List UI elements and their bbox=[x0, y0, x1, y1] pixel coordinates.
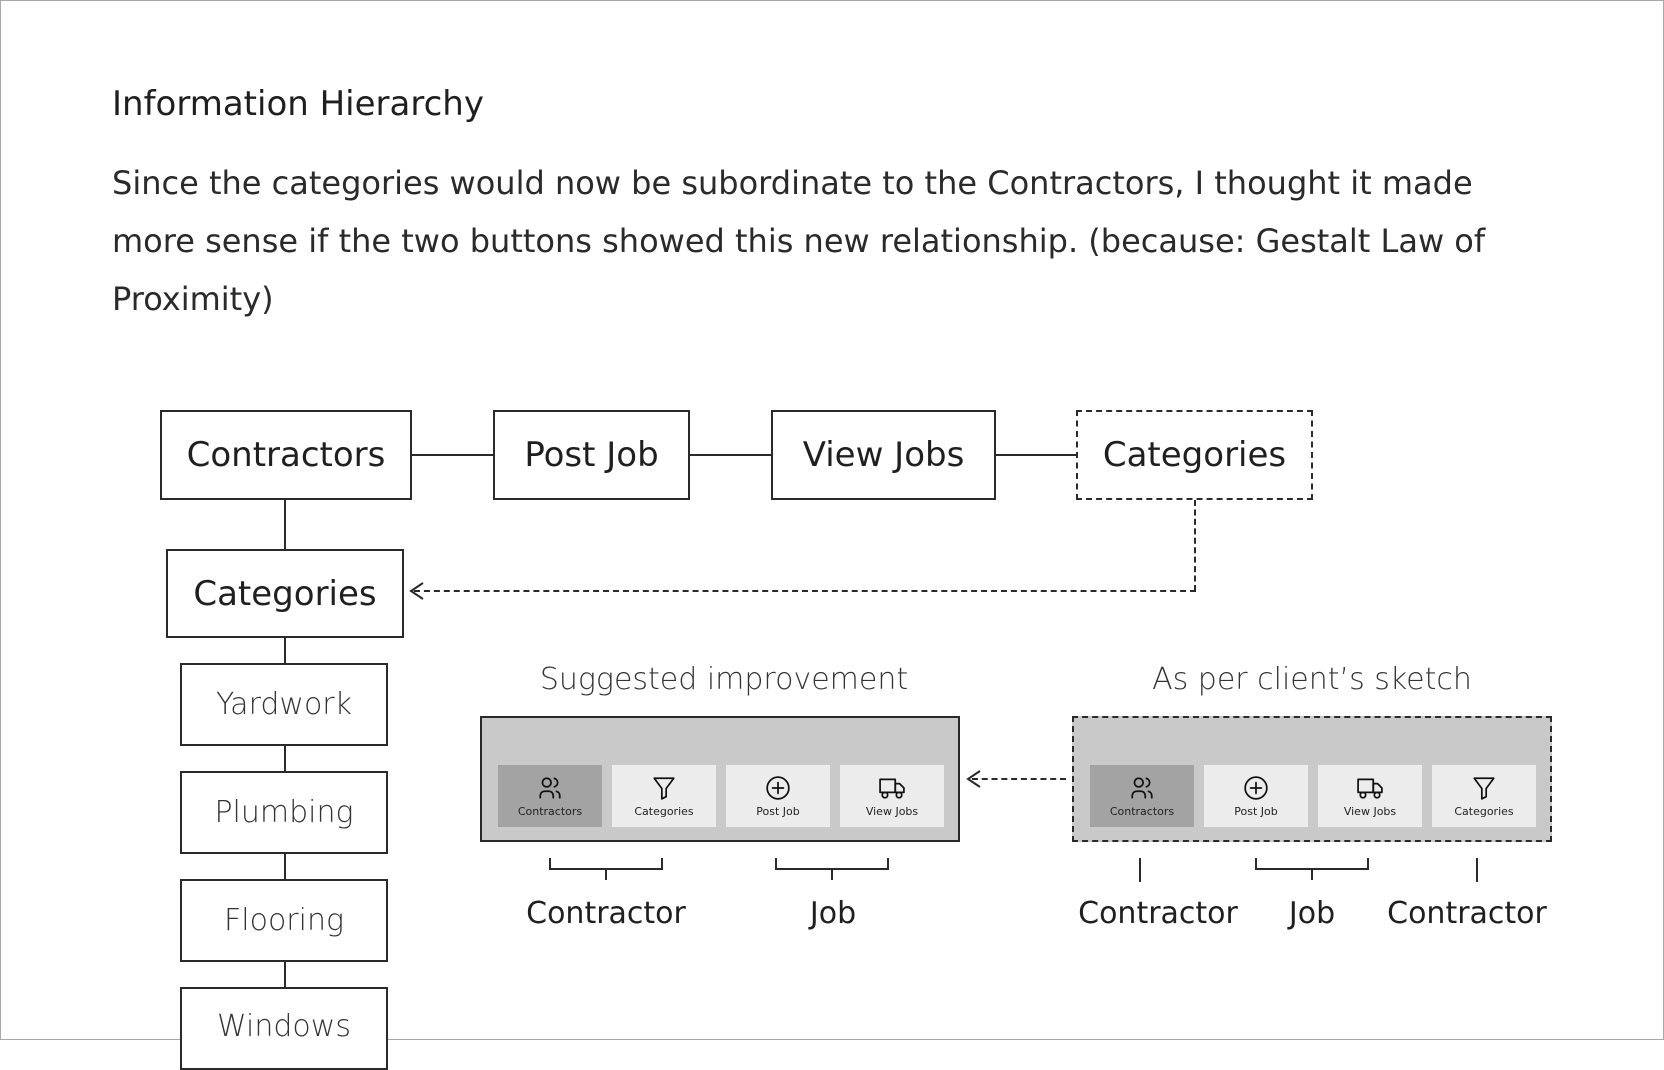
connector-line bbox=[284, 746, 286, 771]
move-arrow-horizontal bbox=[414, 590, 1196, 592]
suggested-nav-categories-button[interactable]: Categories bbox=[612, 765, 716, 827]
node-contractors: Contractors bbox=[160, 410, 412, 500]
connector-line bbox=[412, 454, 493, 456]
truck-icon bbox=[1357, 777, 1383, 799]
nav-button-label: Contractors bbox=[517, 804, 583, 818]
users-icon bbox=[1131, 776, 1153, 799]
arrowhead-icon bbox=[966, 770, 981, 788]
node-categories-sub: Categories bbox=[166, 549, 404, 638]
nav-button-label: Categories bbox=[1454, 804, 1514, 818]
truck-icon bbox=[879, 777, 905, 799]
category-windows: Windows bbox=[180, 987, 388, 1070]
nav-button-label: View Jobs bbox=[865, 804, 919, 818]
filter-icon bbox=[1473, 776, 1495, 800]
connector-line bbox=[996, 454, 1076, 456]
node-post-job: Post Job bbox=[493, 410, 690, 500]
suggested-nav-bar: Contractors Categories Post Job View Job… bbox=[480, 716, 960, 842]
connector-line bbox=[284, 638, 286, 663]
group-label-contractor: Contractor bbox=[1078, 896, 1238, 931]
client-nav-contractors-button[interactable]: Contractors bbox=[1090, 765, 1194, 827]
client-sketch-caption: As per client’s sketch bbox=[1152, 662, 1472, 697]
comparison-arrow-line bbox=[972, 778, 1066, 780]
users-icon bbox=[539, 776, 561, 799]
group-label-contractor: Contractor bbox=[526, 896, 686, 931]
nav-button-label: Post Job bbox=[1234, 804, 1278, 818]
node-view-jobs: View Jobs bbox=[771, 410, 996, 500]
group-label-contractor: Contractor bbox=[1387, 896, 1547, 931]
group-label-job: Job bbox=[1288, 896, 1336, 931]
move-arrow-vertical bbox=[1194, 500, 1196, 591]
client-nav-view-jobs-button[interactable]: View Jobs bbox=[1318, 765, 1422, 827]
group-label-job: Job bbox=[809, 896, 857, 931]
connector-line bbox=[690, 454, 771, 456]
nav-button-label: Categories bbox=[634, 804, 694, 818]
node-categories-original: Categories bbox=[1076, 410, 1313, 500]
suggested-nav-view-jobs-button[interactable]: View Jobs bbox=[840, 765, 944, 827]
section-heading: Information Hierarchy bbox=[112, 84, 484, 124]
arrowhead-icon bbox=[409, 582, 424, 600]
group-bracket bbox=[775, 858, 889, 880]
connector-line bbox=[284, 500, 286, 549]
client-nav-categories-button[interactable]: Categories bbox=[1432, 765, 1536, 827]
client-nav-post-job-button[interactable]: Post Job bbox=[1204, 765, 1308, 827]
suggested-caption: Suggested improvement bbox=[539, 662, 909, 697]
group-bracket bbox=[549, 858, 663, 880]
group-bracket bbox=[1255, 858, 1369, 880]
category-yardwork: Yardwork bbox=[180, 663, 388, 746]
connector-line bbox=[284, 962, 286, 987]
category-plumbing: Plumbing bbox=[180, 771, 388, 854]
plus-circle-icon bbox=[766, 775, 790, 800]
group-tick bbox=[1139, 858, 1141, 882]
nav-button-label: View Jobs bbox=[1343, 804, 1397, 818]
group-tick bbox=[1476, 858, 1478, 882]
client-sketch-nav-bar: Contractors Post Job View Jobs Categorie… bbox=[1072, 716, 1552, 842]
category-flooring: Flooring bbox=[180, 879, 388, 962]
suggested-nav-post-job-button[interactable]: Post Job bbox=[726, 765, 830, 827]
nav-button-label: Contractors bbox=[1109, 804, 1175, 818]
plus-circle-icon bbox=[1244, 775, 1268, 800]
connector-line bbox=[284, 854, 286, 879]
suggested-nav-contractors-button[interactable]: Contractors bbox=[498, 765, 602, 827]
nav-button-label: Post Job bbox=[756, 804, 800, 818]
section-paragraph: Since the categories would now be subord… bbox=[112, 164, 1486, 318]
filter-icon bbox=[653, 776, 675, 800]
